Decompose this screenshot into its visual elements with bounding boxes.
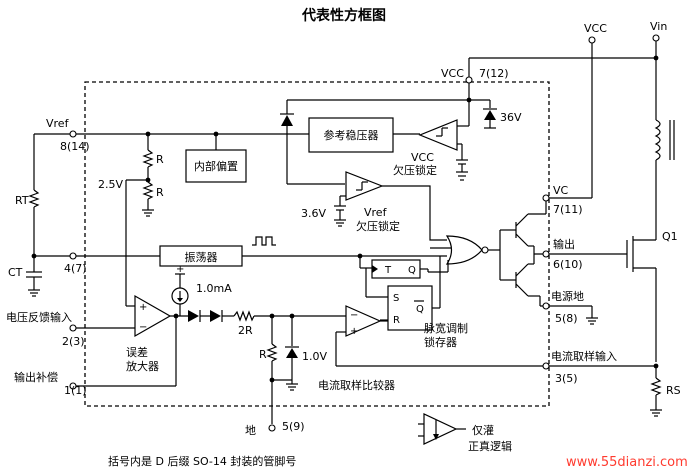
diagram-title: 代表性方框图 bbox=[301, 7, 386, 24]
ground-label: 地 bbox=[245, 424, 256, 437]
csc-minus: − bbox=[350, 310, 358, 321]
current-source-1ma bbox=[171, 273, 189, 316]
rt-label: RT bbox=[15, 194, 29, 207]
reference-divider bbox=[125, 134, 154, 307]
vin-rail bbox=[652, 34, 660, 120]
v36-label: 3.6V bbox=[301, 207, 326, 220]
ct-pin-number: 4(7) bbox=[64, 262, 87, 275]
compensation-path bbox=[76, 313, 179, 387]
rt-resistor bbox=[28, 134, 40, 256]
current-sense-pin: 3(5) bbox=[555, 372, 578, 385]
vcc-uvlo-comparator bbox=[418, 100, 470, 181]
output-pin-number: 6(10) bbox=[553, 258, 583, 271]
vcc-pin-bus bbox=[287, 55, 659, 103]
ea-plus: + bbox=[139, 302, 147, 313]
toggle-t-label: T bbox=[384, 265, 392, 276]
vref-uvlo-label-b: 欠压锁定 bbox=[356, 219, 400, 233]
vcc-pin-label: VCC bbox=[441, 67, 464, 80]
ground-pin-number: 5(9) bbox=[282, 420, 305, 433]
current-sense-label: 电流取样输入 bbox=[551, 349, 617, 363]
ic-boundary bbox=[84, 81, 550, 407]
legend-label-b: 正真逻辑 bbox=[468, 439, 512, 453]
ea-minus: − bbox=[139, 322, 147, 333]
current-source-plus: + bbox=[176, 264, 184, 275]
vc-pin-number: 7(11) bbox=[553, 203, 583, 216]
v25-label: 2.5V bbox=[98, 178, 123, 191]
footnote: 括号内是 D 后缀 SO-14 封装的管脚号 bbox=[108, 454, 296, 468]
feedback-pin-number: 2(3) bbox=[62, 335, 85, 348]
compensation-pin-number: 1(1) bbox=[64, 384, 87, 397]
reference-regulator-label: 参考稳压器 bbox=[324, 128, 379, 142]
zener-36v-label: 36V bbox=[500, 111, 522, 124]
vcc-uvlo-label-b: 欠压锁定 bbox=[393, 163, 437, 177]
clock-waveform bbox=[242, 236, 447, 269]
legend-symbol bbox=[418, 413, 466, 445]
vin-label: Vin bbox=[650, 20, 667, 33]
q1-label: Q1 bbox=[662, 230, 678, 243]
resistor-r-ground bbox=[266, 316, 292, 432]
latch-r-label: R bbox=[393, 315, 400, 326]
resistor-2r bbox=[233, 310, 255, 322]
error-amp-label-a: 误差 bbox=[126, 345, 148, 359]
vref-uvlo-comparator bbox=[334, 171, 447, 241]
toggle-q-label: Q bbox=[408, 265, 416, 276]
resistor-r-label: R bbox=[259, 348, 267, 361]
vcc-pin-number: 7(12) bbox=[479, 67, 509, 80]
internal-bias-label: 内部偏置 bbox=[194, 159, 238, 173]
vref-uvlo-label-a: Vref bbox=[364, 206, 388, 219]
latch-q-label: Q bbox=[416, 304, 424, 315]
diode-regulator bbox=[280, 100, 345, 185]
reference-regulator-block bbox=[308, 117, 394, 153]
vref-pin-number: 8(14) bbox=[60, 140, 90, 153]
vref-node bbox=[34, 130, 216, 138]
vref-pin-label: Vref bbox=[46, 117, 70, 130]
current-sense-path bbox=[335, 332, 662, 417]
compensation-pin-label: 输出补偿 bbox=[14, 370, 58, 384]
resistor-2r-label: 2R bbox=[238, 324, 253, 337]
divider-r1-label: R bbox=[156, 153, 164, 166]
pwm-latch-label-b: 锁存器 bbox=[424, 335, 457, 349]
current-comparator-label: 电流取样比较器 bbox=[318, 378, 395, 392]
pwm-latch-label-a: 脉宽调制 bbox=[424, 321, 468, 335]
inductor-coil bbox=[654, 119, 675, 215]
current-source-label: 1.0mA bbox=[196, 282, 232, 295]
vcc-uvlo-label-a: VCC bbox=[411, 151, 434, 164]
feedback-pin-label: 电压反馈输入 bbox=[6, 310, 72, 324]
zener-36v bbox=[483, 100, 497, 129]
error-amplifier bbox=[134, 294, 172, 338]
power-ground-pin: 5(8) bbox=[555, 312, 578, 325]
q1-mosfet bbox=[626, 215, 657, 362]
watermark: www.55dianzi.com bbox=[566, 455, 688, 470]
series-diodes bbox=[188, 310, 234, 322]
current-sense-comparator bbox=[345, 305, 382, 337]
latch-s-label: S bbox=[393, 293, 399, 304]
vcc-top-label: VCC bbox=[584, 22, 607, 35]
v10-label: 1.0V bbox=[302, 350, 327, 363]
ct-label: CT bbox=[8, 266, 23, 279]
rs-label: RS bbox=[666, 384, 681, 397]
nor-gate bbox=[445, 235, 483, 265]
oscillator-label: 振荡器 bbox=[185, 250, 218, 264]
legend-label-a: 仅灌 bbox=[472, 424, 494, 437]
output-pin-label: 输出 bbox=[553, 237, 575, 251]
pwm-latch-block bbox=[387, 285, 433, 331]
ct-capacitor bbox=[26, 252, 160, 297]
divider-r2-label: R bbox=[156, 186, 164, 199]
power-ground-label: 电源地 bbox=[551, 289, 584, 303]
csc-plus: + bbox=[350, 326, 358, 337]
zener-1v bbox=[285, 316, 299, 391]
vc-pin-label: VC bbox=[553, 184, 569, 197]
vcc-rail bbox=[546, 36, 596, 199]
error-amp-label-b: 放大器 bbox=[126, 359, 159, 373]
output-transistors bbox=[488, 198, 547, 306]
